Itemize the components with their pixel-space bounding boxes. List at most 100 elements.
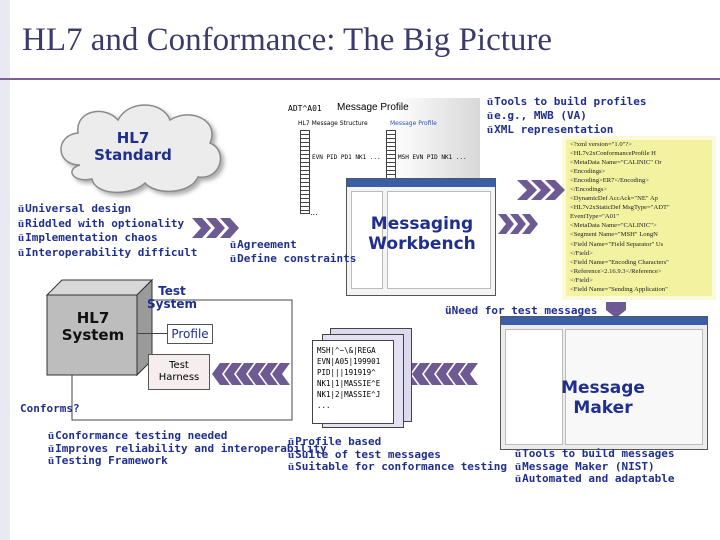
hl7-system-line2: System [61, 326, 125, 344]
chevron-left-icon [436, 363, 454, 385]
list-item: Profile based [288, 435, 507, 449]
xml-line: <Field Name="Field Separator" Us [570, 240, 664, 248]
list-item: Automated and adaptable [515, 472, 674, 486]
segment-row-a: EVN PID PD1 NK1 ... [312, 154, 381, 161]
harness-line1: Test [169, 360, 189, 371]
list-item: Conformance testing needed [48, 429, 327, 443]
xml-line: </Encodings> [570, 186, 608, 194]
xml-line: <Encodings> [570, 168, 606, 176]
workbench-titlebar [347, 179, 495, 187]
list-item: Agreement [230, 238, 356, 252]
xml-line: <Segment Name="MSH" LongN [570, 231, 658, 239]
list-item: Implementation chaos [18, 231, 197, 246]
chevron-left-icon [424, 363, 442, 385]
chevron-left-icon [236, 363, 254, 385]
list-item: Suitable for conformance testing [288, 460, 507, 474]
list-item: Interoperability difficult [18, 246, 197, 261]
message-maker-screenshot [500, 316, 708, 450]
xml-line: <Encoding>ER7</Encoding> [570, 177, 649, 185]
workbench-line2: Workbench [368, 234, 476, 254]
profile-code: ADT^A01 [288, 104, 322, 113]
chevron-left-icon [272, 363, 290, 385]
chevron-left-icon [224, 363, 242, 385]
list-item: Tools to build profiles [487, 95, 646, 109]
need-test-messages: üNeed for test messages [445, 304, 598, 317]
structure-tree [300, 130, 310, 214]
xml-line: <Field Name="Encoding Characters" [570, 258, 669, 266]
profile-title: Message Profile [337, 102, 409, 113]
workbench-grid [387, 191, 491, 289]
chevron-right-icon [522, 214, 538, 234]
xml-line: <Reference>2.16.9.3</Reference> [570, 267, 662, 275]
list-item: Define constraints [230, 252, 356, 266]
tools-top-list: Tools to build profiles e.g., MWB (VA) X… [487, 95, 646, 137]
list-item: Testing Framework [48, 454, 327, 468]
chevron-down-icon [606, 302, 626, 318]
harness-line2: Harness [158, 372, 200, 383]
xml-line: <MetaData Name="CALINIC" Or [570, 159, 662, 167]
chevron-left-icon [448, 363, 466, 385]
maker-tree [505, 329, 563, 445]
chevron-right-icon [206, 218, 225, 238]
test-system-label: Test System [147, 285, 197, 311]
xml-line: <MetaData Name="CALINIC"> [570, 222, 657, 230]
segment-row-b: MSH EVN PID NK1 ... [398, 154, 467, 161]
message-line: EVN|A05|199901 [317, 357, 381, 366]
workbench-label: Messaging Workbench [366, 214, 478, 254]
test-system-line1: Test [158, 284, 186, 298]
hl7-standard-label: HL7 Standard [88, 130, 178, 164]
hl7-system-cube [45, 278, 154, 377]
list-item: e.g., MWB (VA) [487, 109, 646, 123]
chevron-right-icon [220, 218, 239, 238]
chevron-left-icon [412, 363, 430, 385]
need-test-text: Need for test messages [451, 304, 598, 317]
maker-titlebar [501, 317, 707, 325]
list-item: Tools to build messages [515, 447, 674, 461]
hl7-system-label: HL7 System [58, 310, 128, 344]
message-line: NK1|1|MASSIE^E [317, 379, 381, 388]
chevron-left-icon [212, 363, 230, 385]
xml-line: <DynamicDef AccAck="NE" Ap [570, 195, 658, 203]
left-margin-stripe [0, 0, 10, 540]
xml-line: </Field> [570, 276, 593, 284]
list-item: Universal design [18, 202, 197, 217]
list-item: Improves reliability and interoperabilit… [48, 442, 327, 456]
chevron-right-icon [192, 218, 211, 238]
hl7-standard-cloud [60, 104, 222, 194]
xml-line: <Field Name="Sending Application" [570, 285, 668, 293]
structure-ellipsis: ... [310, 208, 318, 217]
chevron-right-icon [517, 180, 537, 200]
chevron-left-icon [260, 363, 278, 385]
agreement-list: Agreement Define constraints [230, 238, 356, 266]
list-item: XML representation [487, 123, 646, 137]
xml-line: <HL7v2xConformanceProfile H [570, 150, 656, 158]
maker-line2: Maker [573, 398, 633, 418]
hl7-system-line1: HL7 [76, 309, 110, 327]
cloud-line1: HL7 [116, 129, 150, 147]
cloud-line2: Standard [94, 146, 172, 164]
structure-label: HL7 Message Structure [298, 120, 368, 127]
list-item: Suite of test messages [288, 448, 507, 462]
list-item: Message Maker (NIST) [515, 460, 674, 474]
chevron-right-icon [510, 214, 526, 234]
message-line: NK1|2|MASSIE^J [317, 390, 381, 399]
maker-line1: Message [561, 378, 645, 398]
chevron-left-icon [460, 363, 478, 385]
hl7-message-document: MSH|^~\&|REGA EVN|A05|199901 PID|||19191… [312, 340, 394, 424]
connector-line [137, 333, 167, 334]
profile-tag: Profile [167, 324, 213, 344]
chevron-right-icon [498, 214, 514, 234]
slide-title: HL7 and Conformance: The Big Picture [22, 22, 553, 58]
test-harness-box: Test Harness [148, 354, 210, 390]
maker-pane [565, 329, 703, 445]
chevron-right-icon [545, 180, 565, 200]
xml-line: <?xml version="1.0"?> [570, 141, 632, 148]
test-system-line2: System [147, 297, 197, 311]
workbench-line1: Messaging [370, 214, 474, 234]
xml-line: EventType="A01" [570, 213, 619, 221]
title-underline [0, 78, 720, 80]
standard-issues-list: Universal design Riddled with optionalit… [18, 202, 197, 260]
xml-line: <HL7v2xStaticDef MsgType="ADT" [570, 204, 670, 212]
chevron-right-icon [531, 180, 551, 200]
xml-profile-document: <?xml version="1.0"?> <HL7v2xConformance… [566, 140, 712, 296]
